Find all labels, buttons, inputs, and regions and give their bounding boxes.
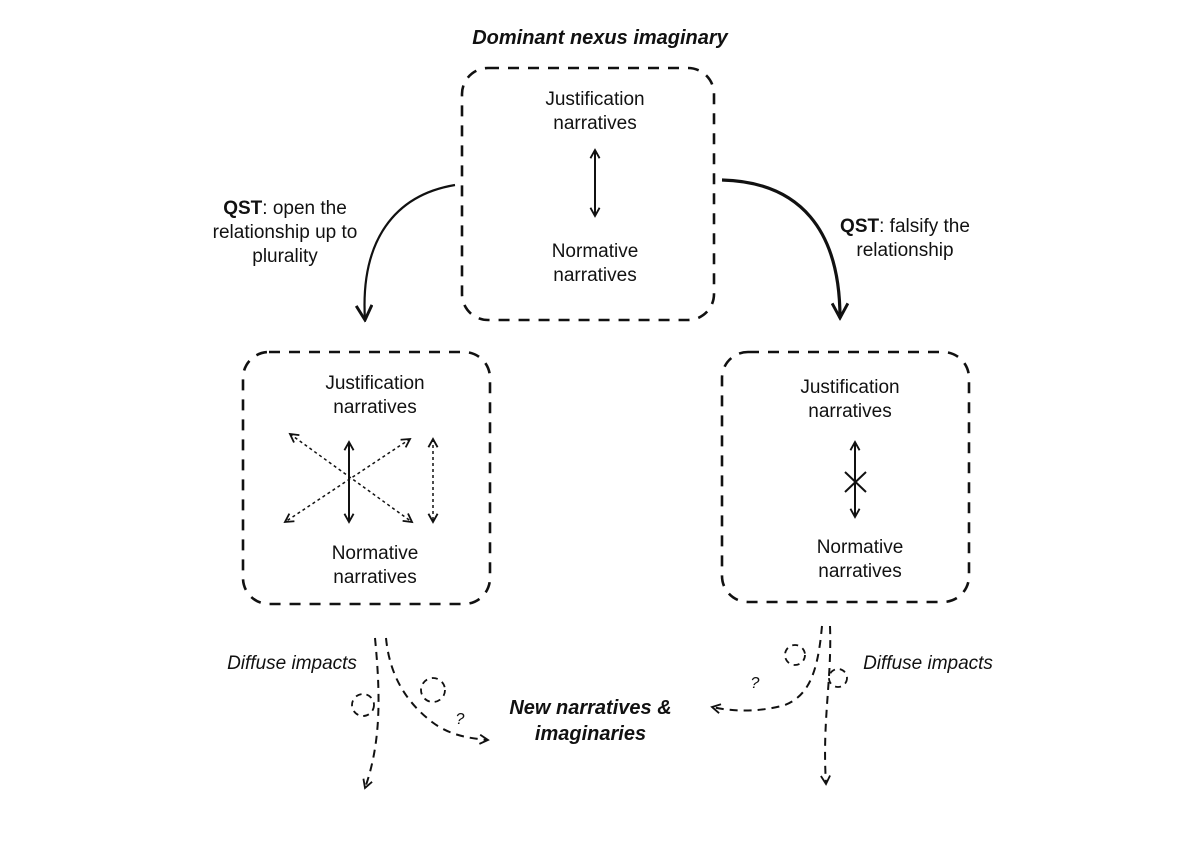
left-diffuse-loop-a <box>351 693 375 717</box>
right-diffuse-loop-a <box>784 644 806 666</box>
top-box <box>460 66 716 322</box>
top-justification-label: Justification narratives <box>545 89 645 134</box>
left-justification-label: Justification narratives <box>325 373 425 418</box>
diagram-title: Dominant nexus imaginary <box>472 27 728 49</box>
left-arrow-label-text: : open the relationship up to plurality <box>212 198 358 267</box>
left-normative-label: Normative narratives <box>331 543 419 588</box>
right-diffuse-line-b <box>825 625 832 784</box>
question-mark-left: ? <box>455 711 465 728</box>
right-arrow-label-text: : falsify the relationship <box>856 216 970 261</box>
right-diffuse-loop-b <box>828 668 848 688</box>
left-diffuse-line-a <box>365 637 380 788</box>
diffuse-impacts-left-label: Diffuse impacts <box>227 653 357 674</box>
left-dotted-cross-arrow-b <box>285 439 410 522</box>
left-arrow-label: QST: open the relationship up to plurali… <box>195 197 375 269</box>
right-cross-mark <box>844 471 867 493</box>
diffuse-impacts-right-label: Diffuse impacts <box>863 653 993 674</box>
right-curved-arrow <box>721 178 840 318</box>
right-normative-label: Normative narratives <box>816 537 904 582</box>
right-arrow-label: QST: falsify the relationship <box>820 215 990 263</box>
top-normative-label: Normative narratives <box>551 241 639 286</box>
right-diffuse-line-a <box>712 625 823 711</box>
right-box <box>720 350 971 604</box>
left-diffuse-line-b <box>385 637 488 740</box>
question-mark-right: ? <box>750 675 760 692</box>
left-curved-arrow <box>365 183 456 320</box>
left-arrow-label-bold: QST <box>223 198 263 219</box>
left-diffuse-loop-b <box>420 677 446 703</box>
new-narratives-label: New narratives & imaginaries <box>509 697 672 745</box>
right-justification-label: Justification narratives <box>800 377 900 422</box>
right-arrow-label-bold: QST <box>840 216 880 237</box>
left-dotted-cross-arrow-a <box>290 434 412 522</box>
